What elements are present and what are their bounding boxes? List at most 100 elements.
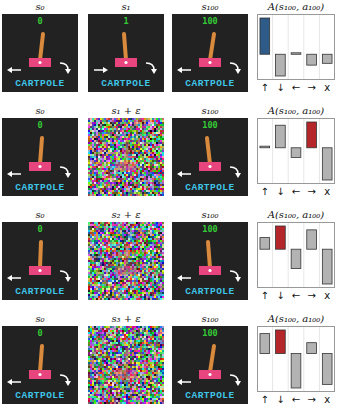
noise-pixel [108, 182, 110, 184]
noise-pixel [94, 234, 96, 236]
noise-pixel [98, 240, 100, 242]
noise-pixel [126, 188, 128, 190]
noise-pixel [122, 156, 124, 158]
noise-pixel [154, 164, 156, 166]
noise-pixel [108, 136, 110, 138]
noise-pixel [88, 138, 90, 140]
noise-pixel [106, 124, 108, 126]
noise-pixel [116, 234, 118, 236]
noise-pixel [124, 120, 126, 122]
noise-pixel [112, 132, 114, 134]
noise-pixel [100, 242, 102, 244]
noise-pixel [160, 124, 162, 126]
noise-pixel [100, 248, 102, 250]
noise-pixel [142, 126, 144, 128]
noise-pixel [162, 186, 164, 188]
noise-pixel [90, 174, 92, 176]
noise-pixel [136, 194, 138, 196]
noise-pixel [118, 132, 120, 134]
noise-pixel [96, 180, 98, 182]
noise-pixel [154, 132, 156, 134]
noise-pixel [158, 150, 160, 152]
noise-pixel [92, 248, 94, 250]
noise-pixel [96, 132, 98, 134]
noise-pixel [162, 160, 164, 162]
noise-pixel [152, 138, 154, 140]
noise-pixel [88, 188, 90, 190]
noise-pixel [150, 164, 152, 166]
noise-pixel [144, 134, 146, 136]
noise-pixel [132, 246, 134, 248]
noise-pixel [104, 190, 106, 192]
noise-pixel [162, 236, 164, 238]
noise-pixel [98, 144, 100, 146]
noise-pixel [132, 134, 134, 136]
noise-pixel [150, 136, 152, 138]
noise-pixel [96, 150, 98, 152]
noise-pixel [154, 130, 156, 132]
noise-pixel [148, 144, 150, 146]
noise-pixel [88, 244, 90, 246]
noise-pixel [118, 126, 120, 128]
noise-pixel [142, 152, 144, 154]
noise-pixel [120, 232, 122, 234]
noise-pixel [104, 242, 106, 244]
noise-pixel [148, 176, 150, 178]
noise-pixel [136, 148, 138, 150]
noise-pixel [134, 122, 136, 124]
noise-pixel [144, 148, 146, 150]
noise-pixel [154, 194, 156, 196]
noise-pixel [138, 150, 140, 152]
noise-pixel [88, 234, 90, 236]
noise-pixel [132, 176, 134, 178]
noise-pixel [112, 164, 114, 166]
noise-pixel [106, 176, 108, 178]
noise-pixel [136, 158, 138, 160]
noise-pixel [88, 146, 90, 148]
noise-pixel [122, 138, 124, 140]
noise-pixel [112, 226, 114, 228]
noise-pixel [110, 164, 112, 166]
noise-pixel [162, 118, 164, 120]
noise-pixel [102, 122, 104, 124]
noise-pixel [162, 148, 164, 150]
noise-pixel [160, 188, 162, 190]
noise-pixel [102, 236, 104, 238]
noise-pixel [112, 172, 114, 174]
noise-pixel [152, 176, 154, 178]
noise-pixel [90, 162, 92, 164]
noise-pixel [104, 120, 106, 122]
noise-pixel [102, 118, 104, 120]
noise-pixel [90, 166, 92, 168]
noise-pixel [108, 118, 110, 120]
noise-pixel [124, 138, 126, 140]
noise-pixel [90, 144, 92, 146]
noise-pixel [144, 146, 146, 148]
noise-pixel [130, 144, 132, 146]
noise-pixel [154, 128, 156, 130]
noise-pixel [90, 182, 92, 184]
noise-pixel [110, 234, 112, 236]
noise-pixel [116, 118, 118, 120]
noise-pixel [118, 226, 120, 228]
noise-pixel [160, 162, 162, 164]
noise-pixel [116, 128, 118, 130]
noise-pixel [130, 120, 132, 122]
noise-pixel [122, 224, 124, 226]
noise-pixel [114, 134, 116, 136]
noise-pixel [146, 236, 148, 238]
noise-pixel [122, 148, 124, 150]
noise-pixel [94, 124, 96, 126]
noise-pixel [94, 178, 96, 180]
noise-pixel [114, 228, 116, 230]
noise-pixel [88, 238, 90, 240]
noise-pixel [136, 226, 138, 228]
noise-pixel [122, 160, 124, 162]
noise-pixel [146, 166, 148, 168]
noise-pixel [158, 226, 160, 228]
noise-pixel [88, 176, 90, 178]
noise-pixel [160, 168, 162, 170]
noise-pixel [134, 172, 136, 174]
noise-pixel [126, 242, 128, 244]
noise-pixel [146, 230, 148, 232]
